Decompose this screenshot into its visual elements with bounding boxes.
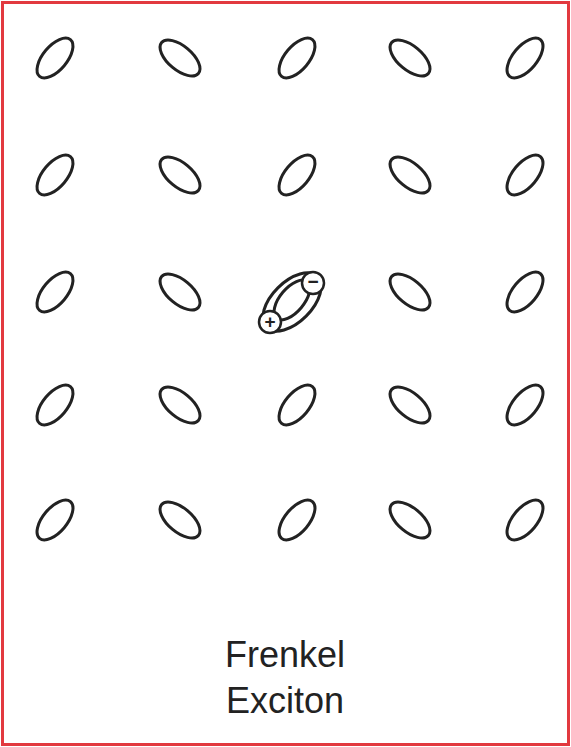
caption-text: Frenkel Exciton: [175, 632, 395, 724]
charge-sign: +: [260, 312, 280, 332]
charge-sign: −: [303, 272, 323, 292]
